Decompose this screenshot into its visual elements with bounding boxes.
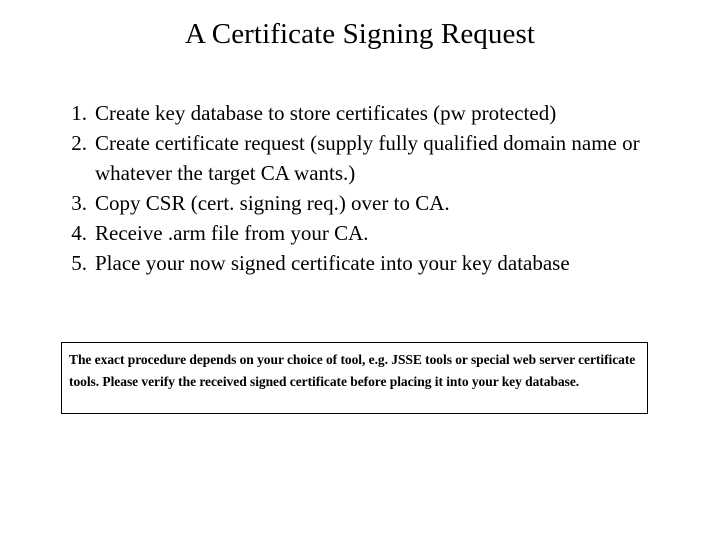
list-item: 4. Receive .arm file from your CA.	[58, 218, 658, 248]
list-item-number: 2.	[71, 131, 87, 155]
list-item: 5. Place your now signed certificate int…	[58, 248, 658, 278]
list-item: 3. Copy CSR (cert. signing req.) over to…	[58, 188, 658, 218]
list-item-number: 4.	[71, 221, 87, 245]
list-item: 1. Create key database to store certific…	[58, 98, 658, 128]
list-item-text: Receive .arm file from your CA.	[95, 221, 369, 245]
list-item-number: 3.	[71, 191, 87, 215]
list-item-number: 1.	[71, 101, 87, 125]
list-item-text: Place your now signed certificate into y…	[95, 251, 570, 275]
note-box: The exact procedure depends on your choi…	[61, 342, 648, 414]
note-text: The exact procedure depends on your choi…	[69, 352, 636, 389]
list-item-text: Create key database to store certificate…	[95, 101, 557, 125]
steps-list: 1. Create key database to store certific…	[58, 98, 658, 278]
list-item-number: 5.	[71, 251, 87, 275]
list-item: 2. Create certificate request (supply fu…	[58, 128, 658, 188]
list-item-text: Create certificate request (supply fully…	[95, 131, 640, 185]
page-title: A Certificate Signing Request	[184, 18, 536, 50]
list-item-text: Copy CSR (cert. signing req.) over to CA…	[95, 191, 450, 215]
